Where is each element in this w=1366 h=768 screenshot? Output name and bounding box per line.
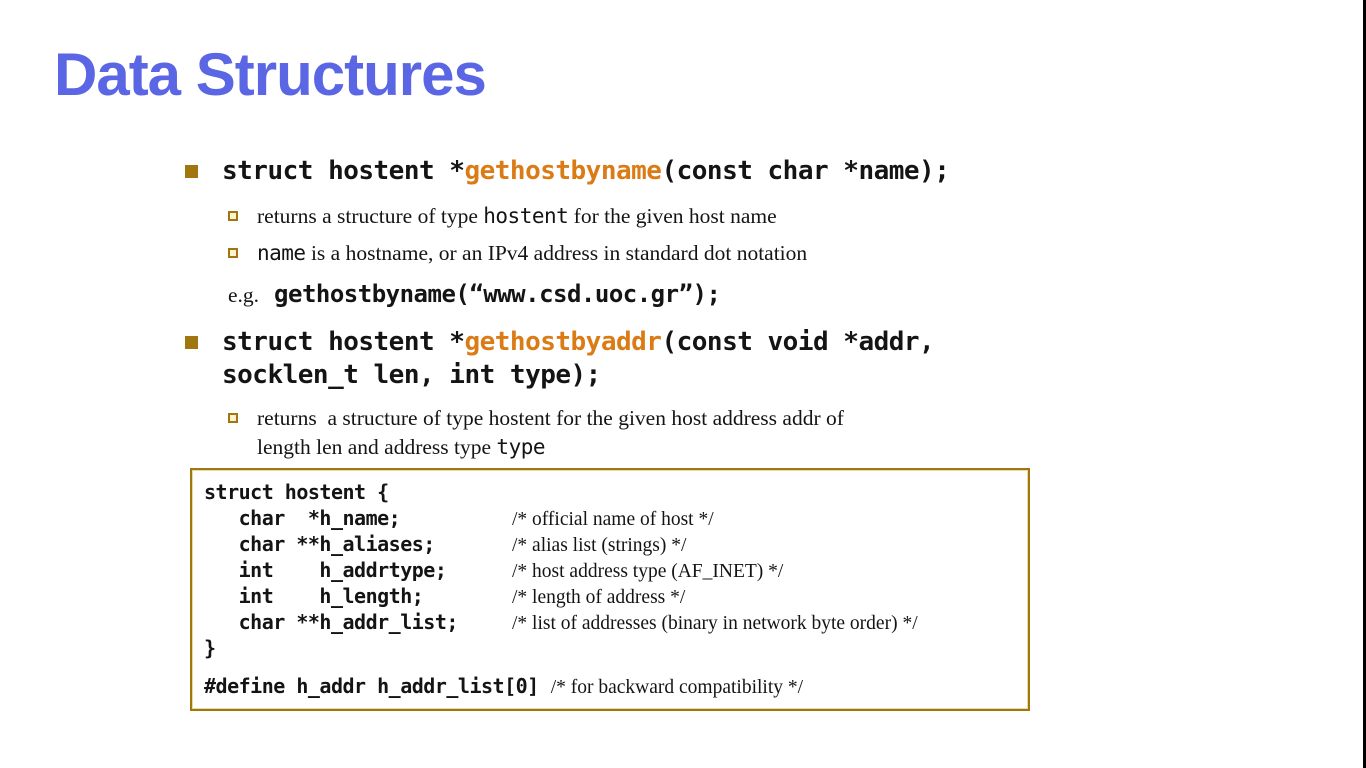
example-label: e.g.	[228, 283, 260, 307]
hostent-struct-box: struct hostent { char *h_name; /* offici…	[190, 468, 1030, 711]
inline-code-name: name	[257, 241, 306, 265]
slide-content: struct hostent *gethostbyname(const char…	[185, 155, 1105, 711]
member-code: char *h_name;	[204, 506, 401, 530]
member-comment: /* alias list (strings) */	[512, 535, 687, 556]
text-part: returns a structure of type	[257, 204, 484, 228]
inline-code-hostent: hostent	[483, 204, 569, 228]
struct-member-h_addrtype: int h_addrtype; /* host address type (AF…	[204, 557, 1016, 583]
code-prefix: struct hostent *	[222, 327, 465, 357]
text-part: length len and address type	[257, 435, 497, 459]
square-bullet-icon	[185, 336, 198, 349]
bullet-gethostbyaddr: struct hostent *gethostbyaddr(const void…	[185, 326, 1105, 392]
example-code: gethostbyname(“www.csd.uoc.gr”);	[274, 280, 721, 308]
struct-member-h_length: int h_length; /* length of address */	[204, 583, 1016, 609]
code-line2: socklen_t len, int type);	[222, 360, 601, 390]
hollow-square-bullet-icon	[228, 413, 238, 423]
text-part: for the given host name	[568, 204, 777, 228]
code-suffix: (const void *addr,	[661, 327, 935, 357]
code-gethostbyname-signature: struct hostent *gethostbyname(const char…	[222, 155, 950, 188]
page-title: Data Structures	[54, 41, 487, 108]
struct-close-line: }	[204, 636, 216, 660]
member-comment: /* host address type (AF_INET) */	[512, 561, 784, 582]
hollow-square-bullet-icon	[228, 248, 238, 258]
hollow-square-bullet-icon	[228, 211, 238, 221]
member-comment: /* official name of host */	[512, 509, 714, 530]
member-code: int h_addrtype;	[204, 558, 447, 582]
member-code: char **h_aliases;	[204, 532, 436, 556]
sub-bullet-text: returns a structure of type hostent for …	[257, 202, 777, 231]
code-suffix: (const char *name);	[661, 156, 950, 186]
sub-bullet-text: name is a hostname, or an IPv4 address i…	[257, 239, 807, 268]
code-prefix: struct hostent *	[222, 156, 465, 186]
member-code: int h_length;	[204, 584, 424, 608]
function-name-gethostbyaddr: gethostbyaddr	[464, 327, 662, 357]
define-comment: /* for backward compatibility */	[550, 677, 804, 698]
sub-bullet-text: returns a structure of type hostent for …	[257, 404, 844, 462]
member-comment: /* list of addresses (binary in network …	[512, 613, 918, 634]
inline-code-type: type	[496, 435, 545, 459]
struct-member-h_addr_list: char **h_addr_list; /* list of addresses…	[204, 609, 1016, 635]
code-gethostbyaddr-signature: struct hostent *gethostbyaddr(const void…	[222, 326, 935, 392]
struct-member-h_name: char *h_name; /* official name of host *…	[204, 505, 1016, 531]
struct-member-h_aliases: char **h_aliases; /* alias list (strings…	[204, 531, 1016, 557]
bullet-gethostbyname: struct hostent *gethostbyname(const char…	[185, 155, 1105, 188]
define-h_addr-row: #define h_addr h_addr_list[0] /* for bac…	[204, 673, 1016, 699]
sub-bullet-returns-addr: returns a structure of type hostent for …	[228, 404, 1105, 462]
sub-bullet-name-hostname: name is a hostname, or an IPv4 address i…	[228, 239, 1105, 268]
sub-bullet-returns-hostent: returns a structure of type hostent for …	[228, 202, 1105, 231]
example-row: e.g. gethostbyname(“www.csd.uoc.gr”);	[228, 280, 1105, 308]
screen-right-edge-bar	[1363, 0, 1366, 768]
struct-open-line: struct hostent {	[204, 480, 389, 504]
square-bullet-icon	[185, 165, 198, 178]
member-comment: /* length of address */	[512, 587, 686, 608]
function-name-gethostbyname: gethostbyname	[464, 156, 662, 186]
define-code: #define h_addr h_addr_list[0]	[204, 674, 539, 698]
member-code: char **h_addr_list;	[204, 610, 459, 634]
text-part: is a hostname, or an IPv4 address in sta…	[305, 241, 808, 265]
text-part: returns a structure of type hostent for …	[257, 406, 844, 430]
